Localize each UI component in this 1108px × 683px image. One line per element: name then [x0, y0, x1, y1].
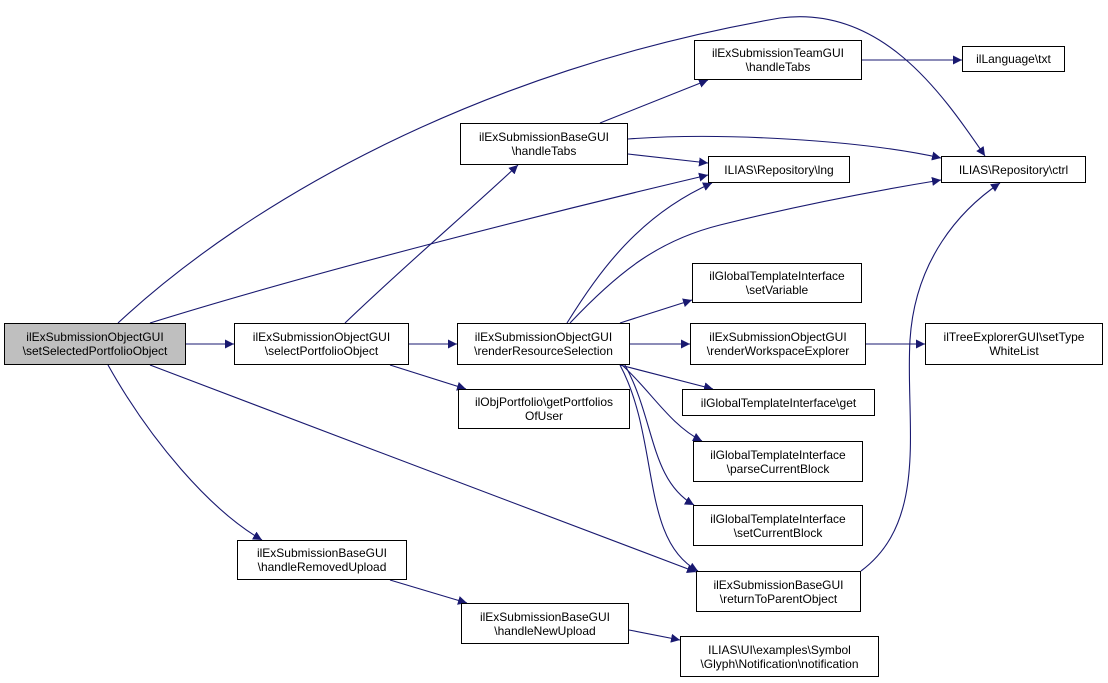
node-label-line: ilExSubmissionObjectGUI	[474, 330, 613, 344]
node-set-current-block[interactable]: ilGlobalTemplateInterface\setCurrentBloc…	[693, 505, 863, 546]
node-label-line: ilExSubmissionObjectGUI	[26, 330, 164, 344]
edge-renderResource-to-parseCurrentBlock	[621, 364, 703, 442]
node-label-line: \setVariable	[745, 283, 809, 297]
node-label-line: ilExSubmissionBaseGUI	[479, 609, 611, 624]
node-label-line: ILIAS\Repository\lng	[724, 162, 834, 177]
node-render-resource[interactable]: ilExSubmissionObjectGUI\renderResourceSe…	[457, 323, 630, 365]
edge-handleRemovedUpload-to-handleNewUpload	[389, 579, 468, 605]
node-render-workspace[interactable]: ilExSubmissionObjectGUI\renderWorkspaceE…	[690, 323, 866, 365]
edge-baseHandleTabs-to-teamHandleTabs	[599, 79, 709, 124]
node-label-line: OfUser	[524, 409, 563, 423]
node-label-line: ILIAS\UI\examples\Symbol	[708, 642, 851, 657]
node-label-line: ilExSubmissionObjectGUI	[709, 330, 847, 344]
edge-root-to-ctrl	[117, 16, 986, 324]
node-label-line: ilGlobalTemplateInterface	[709, 269, 845, 283]
edge-baseHandleTabs-to-ctrl	[627, 135, 942, 161]
node-txt[interactable]: ilLanguage\txt	[962, 46, 1065, 72]
edge-renderResource-to-setVariable	[619, 298, 693, 324]
edge-root-to-handleRemovedUpload	[107, 364, 263, 541]
node-label-line: \setCurrentBlock	[733, 525, 823, 540]
edge-renderResource-to-setCurrentBlock	[624, 364, 695, 506]
edge-renderResource-to-lng	[566, 182, 713, 324]
node-label-line: \handleTabs	[511, 144, 577, 158]
node-label-line: ilExSubmissionObjectGUI	[252, 330, 391, 344]
edge-root-to-lng	[149, 172, 709, 324]
edge-selectPortfolio-to-getPortfolios	[389, 364, 467, 391]
node-label-line: ilGlobalTemplateInterface	[710, 447, 846, 462]
edge-root-to-returnToParent	[149, 364, 697, 573]
node-label-line: \handleNewUpload	[494, 623, 596, 638]
edge-renderResource-to-returnToParent	[619, 364, 699, 572]
node-select-portfolio[interactable]: ilExSubmissionObjectGUI\selectPortfolioO…	[234, 323, 409, 365]
node-label-line: WhiteList	[989, 344, 1039, 358]
node-label-line: \renderResourceSelection	[474, 344, 613, 358]
node-label-line: ilGlobalTemplateInterface\get	[700, 395, 857, 410]
node-label-line: ilLanguage\txt	[976, 52, 1051, 66]
node-label-line: ILIAS\Repository\ctrl	[958, 162, 1069, 177]
edge-baseHandleTabs-to-lng	[627, 153, 709, 167]
node-label-line: \returnToParentObject	[719, 591, 838, 606]
node-label-line: \handleTabs	[745, 60, 811, 74]
node-base-handle-tabs[interactable]: ilExSubmissionBaseGUI\handleTabs	[460, 123, 628, 165]
node-root: ilExSubmissionObjectGUI\setSelectedPortf…	[4, 323, 186, 365]
node-label-line: \parseCurrentBlock	[726, 461, 830, 476]
node-parse-current-block[interactable]: ilGlobalTemplateInterface\parseCurrentBl…	[693, 441, 863, 482]
node-label-line: \selectPortfolioObject	[264, 344, 379, 358]
node-notification[interactable]: ILIAS\UI\examples\Symbol\Glyph\Notificat…	[680, 636, 879, 677]
edge-renderResource-to-tplGet	[619, 364, 714, 392]
node-return-to-parent[interactable]: ilExSubmissionBaseGUI\returnToParentObje…	[696, 571, 861, 612]
node-handle-removed-upload[interactable]: ilExSubmissionBaseGUI\handleRemovedUploa…	[237, 540, 407, 580]
node-lng[interactable]: ILIAS\Repository\lng	[708, 156, 850, 183]
edge-returnToParent-to-ctrl	[860, 182, 1001, 572]
node-label-line: ilExSubmissionBaseGUI	[478, 130, 610, 144]
edge-renderResource-to-ctrl	[569, 177, 942, 324]
node-label-line: ilObjPortfolio\getPortfolios	[474, 395, 614, 409]
node-label-line: \setSelectedPortfolioObject	[22, 344, 168, 358]
node-team-handle-tabs[interactable]: ilExSubmissionTeamGUI\handleTabs	[694, 40, 862, 80]
node-label-line: ilExSubmissionTeamGUI	[711, 46, 845, 60]
node-tpl-get[interactable]: ilGlobalTemplateInterface\get	[682, 389, 875, 416]
node-label-line: ilGlobalTemplateInterface	[710, 511, 846, 526]
edge-handleNewUpload-to-notification	[628, 629, 681, 643]
node-set-variable[interactable]: ilGlobalTemplateInterface\setVariable	[692, 263, 862, 303]
node-ctrl[interactable]: ILIAS\Repository\ctrl	[941, 156, 1086, 183]
edge-selectPortfolio-to-baseHandleTabs	[344, 164, 519, 324]
node-label-line: ilExSubmissionBaseGUI	[256, 546, 388, 560]
node-handle-new-upload[interactable]: ilExSubmissionBaseGUI\handleNewUpload	[461, 603, 629, 644]
node-label-line: \handleRemovedUpload	[257, 560, 387, 574]
node-label-line: ilTreeExplorerGUI\setType	[943, 330, 1085, 344]
node-label-line: \renderWorkspaceExplorer	[706, 344, 850, 358]
node-label-line: ilExSubmissionBaseGUI	[713, 577, 844, 592]
node-label-line: \Glyph\Notification\notification	[700, 656, 859, 671]
